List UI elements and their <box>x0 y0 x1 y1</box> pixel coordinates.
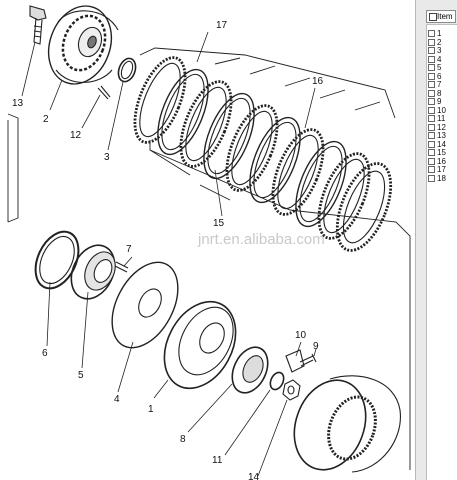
item-checkbox[interactable] <box>428 47 435 54</box>
part-3-snap-ring <box>117 57 137 83</box>
item-number: 12 <box>437 122 446 132</box>
callout-7: 7 <box>126 244 132 255</box>
item-row[interactable]: 3 <box>427 46 457 55</box>
item-checkbox[interactable] <box>428 132 435 139</box>
item-row[interactable]: 17 <box>427 165 457 174</box>
callout-15: 15 <box>213 218 225 229</box>
item-number: 6 <box>437 71 442 81</box>
part-7-pin <box>114 261 129 273</box>
callout-13: 13 <box>12 98 24 109</box>
item-number: 8 <box>437 88 442 98</box>
item-row[interactable]: 9 <box>427 97 457 106</box>
item-row[interactable]: 16 <box>427 157 457 166</box>
item-number: 16 <box>437 156 446 166</box>
callout-5: 5 <box>78 370 84 381</box>
item-number: 9 <box>437 97 442 106</box>
callout-16: 16 <box>312 76 324 87</box>
item-checkbox[interactable] <box>428 55 435 63</box>
item-checkbox[interactable] <box>428 81 435 88</box>
part-9-bolt <box>299 353 317 367</box>
part-8-hub <box>231 346 269 394</box>
callout-2: 2 <box>43 114 49 125</box>
callout-11: 11 <box>212 455 223 466</box>
callout-4: 4 <box>114 394 120 405</box>
item-checkbox[interactable] <box>428 30 435 37</box>
item-row[interactable]: 8 <box>427 89 457 98</box>
diagram-canvas: 13 2 12 3 17 16 15 7 6 5 4 1 8 11 14 10 … <box>7 5 411 480</box>
exploded-parts-diagram: 13 2 12 3 17 16 15 7 6 5 4 1 8 11 14 10 … <box>7 5 411 480</box>
item-checkbox[interactable] <box>428 38 435 46</box>
callout-6: 6 <box>42 348 48 359</box>
item-checkbox[interactable] <box>428 106 435 114</box>
item-header-label: Item <box>437 12 453 21</box>
item-number: 2 <box>437 37 442 47</box>
callout-14: 14 <box>248 472 260 480</box>
item-checkbox[interactable] <box>428 115 435 122</box>
item-row[interactable]: 13 <box>427 131 457 140</box>
item-checkbox[interactable] <box>428 89 435 97</box>
callout-17: 17 <box>216 20 228 31</box>
callout-8: 8 <box>180 434 186 445</box>
callout-9: 9 <box>313 341 319 352</box>
item-number: 18 <box>437 173 446 183</box>
item-row[interactable]: 12 <box>427 123 457 132</box>
callout-3: 3 <box>104 152 110 163</box>
item-row[interactable]: 14 <box>427 140 457 149</box>
item-number: 17 <box>437 165 446 174</box>
part-1-piston <box>163 300 237 390</box>
item-checkbox[interactable] <box>428 72 435 80</box>
item-checkbox[interactable] <box>428 166 435 173</box>
callout-10: 10 <box>295 330 307 341</box>
item-row[interactable]: 6 <box>427 72 457 81</box>
bracket-lines <box>7 47 411 470</box>
item-row[interactable]: 5 <box>427 63 457 72</box>
item-number: 5 <box>437 63 442 72</box>
item-checkbox[interactable] <box>428 149 435 156</box>
part-18-ring-gear <box>293 375 401 473</box>
item-number: 15 <box>437 148 446 157</box>
header-checkbox[interactable] <box>429 13 437 21</box>
item-checkbox[interactable] <box>428 174 435 182</box>
item-row[interactable]: 10 <box>427 106 457 115</box>
item-checkbox[interactable] <box>428 140 435 148</box>
callout-12: 12 <box>70 130 82 141</box>
item-number: 4 <box>437 54 442 64</box>
part-2-drum <box>47 5 119 85</box>
callout-labels: 13 2 12 3 17 16 15 7 6 5 4 1 8 11 14 10 … <box>12 20 324 480</box>
item-checkbox[interactable] <box>428 123 435 131</box>
item-row[interactable]: 18 <box>427 174 457 183</box>
item-checkbox[interactable] <box>428 157 435 165</box>
watermark: jnrt.en.alibaba.com <box>197 231 325 248</box>
clutch-disc-pack <box>133 56 393 252</box>
part-5-bearing <box>70 244 116 300</box>
item-checkbox[interactable] <box>428 64 435 71</box>
part-14-nut <box>282 379 301 401</box>
part-12-pin <box>97 85 111 100</box>
item-number: 11 <box>437 114 446 123</box>
item-row[interactable]: 2 <box>427 38 457 47</box>
part-13-bolt <box>29 5 47 45</box>
item-row[interactable]: 1 <box>427 29 457 38</box>
item-number: 10 <box>437 105 446 115</box>
item-row[interactable]: 4 <box>427 55 457 64</box>
part-10-plate <box>285 349 305 373</box>
item-number: 14 <box>437 139 446 149</box>
callout-1: 1 <box>148 404 154 415</box>
part-6-ring <box>34 230 80 290</box>
part-4-disc <box>111 261 179 349</box>
item-number: 13 <box>437 131 446 140</box>
part-11-washer <box>269 371 285 391</box>
item-number: 1 <box>437 29 442 38</box>
item-number: 7 <box>437 80 442 89</box>
item-row[interactable]: 15 <box>427 148 457 157</box>
item-checkbox[interactable] <box>428 98 435 105</box>
item-column-header[interactable]: Item <box>426 10 456 23</box>
item-number: 3 <box>437 46 442 55</box>
item-row[interactable]: 11 <box>427 114 457 123</box>
leader-lines <box>21 31 317 477</box>
item-row[interactable]: 7 <box>427 80 457 89</box>
